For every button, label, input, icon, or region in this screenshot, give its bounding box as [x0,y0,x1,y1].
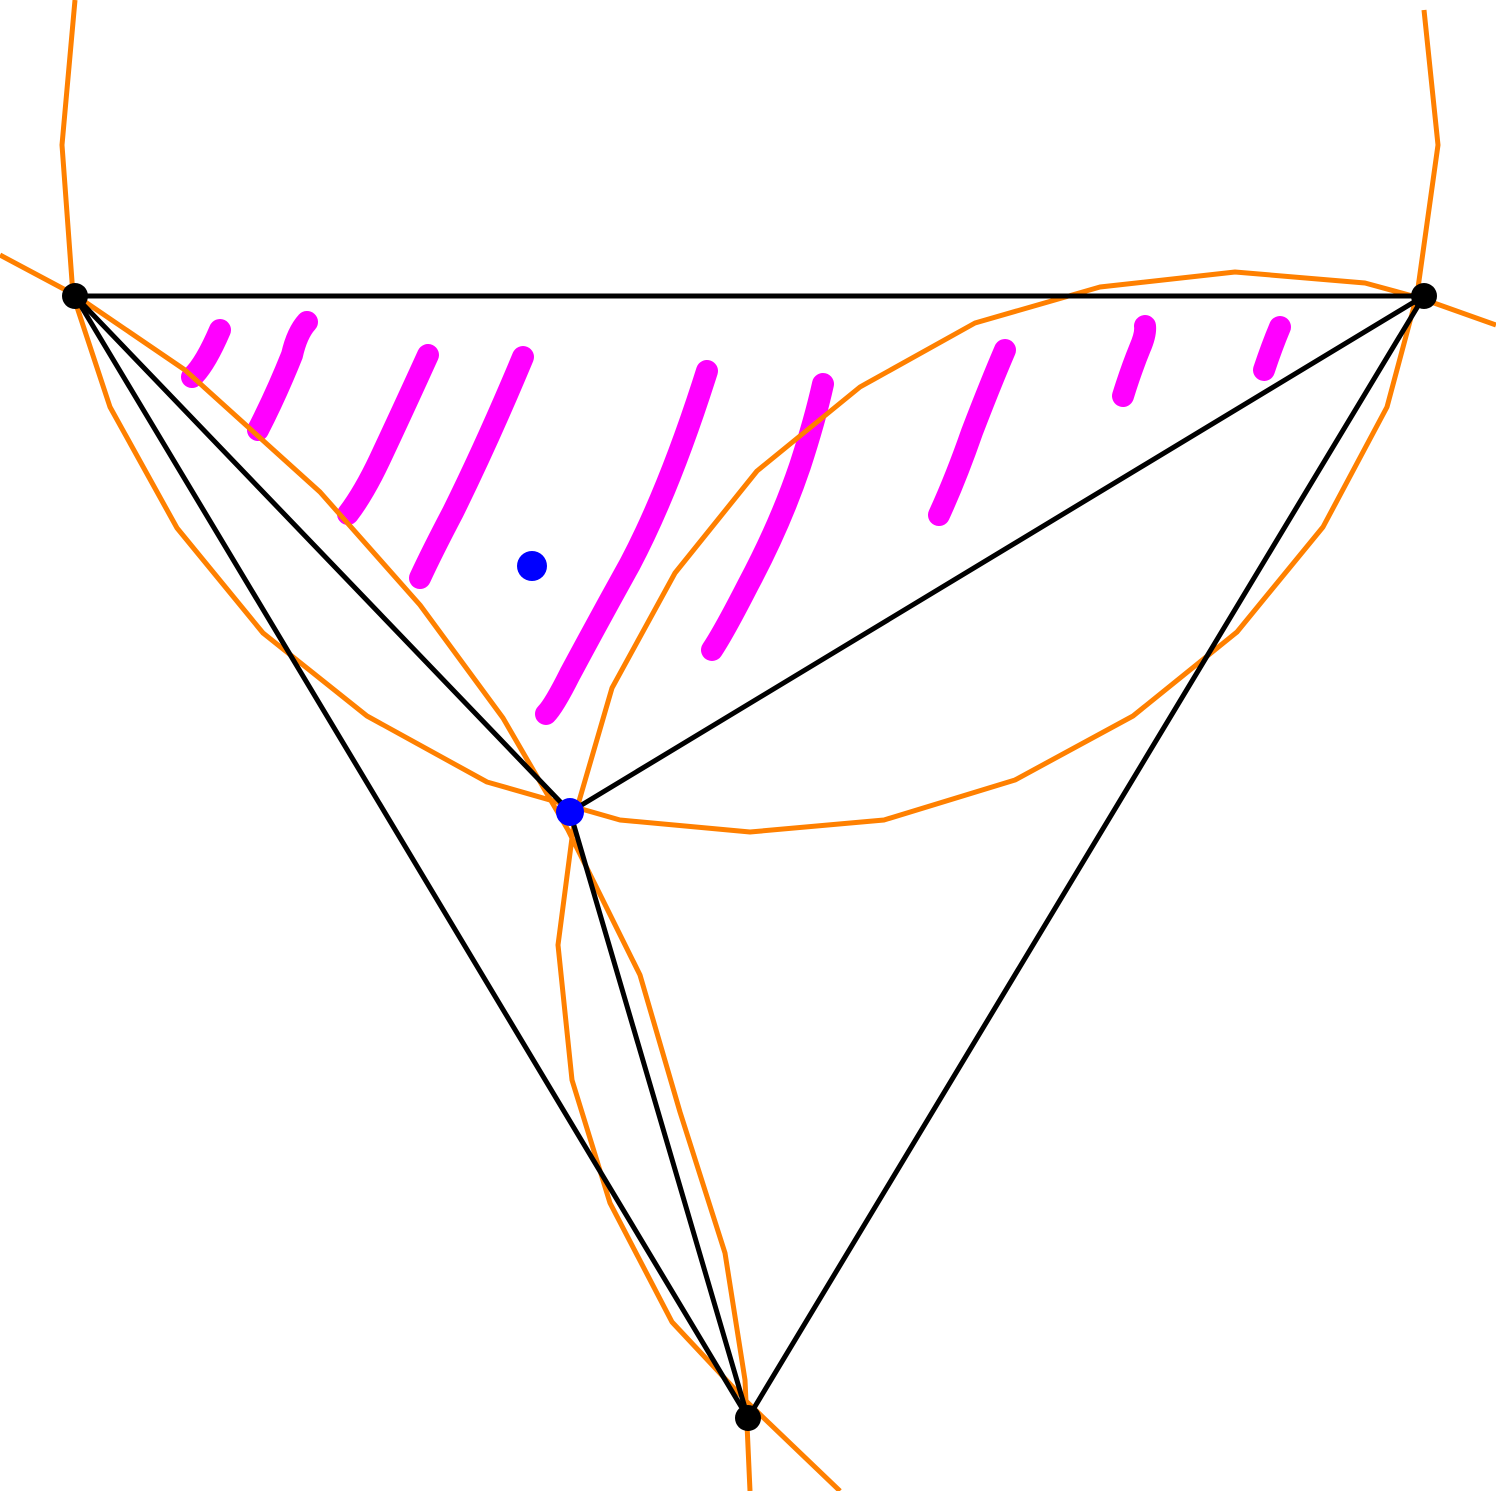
line-through-B-C [555,269,1496,1491]
hatch-stroke [1253,316,1291,381]
point-P [556,798,584,826]
circle-arc-through-A-B-upper [59,0,1441,835]
vertex-B [1411,283,1437,309]
hatch-stroke [1112,315,1157,407]
hatching-strokes [181,311,1291,725]
vertex-C [735,1405,761,1431]
hatch-stroke [409,346,534,589]
hatch-stroke [928,339,1016,526]
segment-A-C [72,293,751,1421]
segment-B-P [567,293,1427,815]
point-Q [517,551,547,581]
vertices [62,283,1437,1431]
line-through-A-C [0,252,753,1491]
hatch-stroke [535,360,718,725]
segment-C-P [567,809,751,1421]
hatch-stroke [337,344,439,525]
segment-B-C [745,293,1427,1421]
segment-A-P [72,293,573,815]
hatch-stroke [247,311,318,441]
hatch-stroke [181,319,231,388]
triangle-edges [72,293,1427,1421]
vertex-A [62,283,88,309]
hatch-stroke [701,373,834,661]
interior-points [517,551,584,826]
